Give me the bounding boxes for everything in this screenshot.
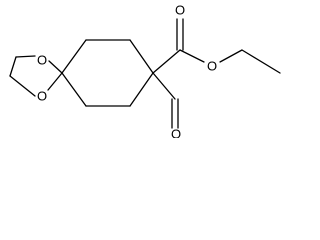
bond-spiro-o-bottom bbox=[47, 72, 63, 91]
carbonyl-oxygen-label: O bbox=[175, 3, 185, 18]
bond-ch2-o-top bbox=[15, 55, 36, 58]
bond-quaternary-c5 bbox=[129, 72, 154, 107]
bond-spiro-c2 bbox=[61, 39, 87, 74]
ring-oxygen-bottom-label: O bbox=[37, 89, 47, 104]
bond-ch2-ch2 bbox=[9, 56, 17, 77]
bond-c3-quaternary bbox=[129, 39, 154, 74]
bond-quaternary-aldehyde bbox=[152, 72, 176, 100]
aldehyde-oxygen-label: O bbox=[171, 127, 181, 139]
bond-ester-o-ch2 bbox=[219, 49, 243, 63]
bond-c6-spiro bbox=[61, 72, 87, 107]
bond-o-top-spiro bbox=[48, 60, 63, 74]
bond-quaternary-carboxyl bbox=[152, 49, 181, 74]
bond-carboxyl-ester-o bbox=[179, 49, 205, 63]
molecule-structure: O O O O O bbox=[9, 3, 281, 139]
bond-o-bottom-ch2 bbox=[9, 75, 36, 97]
bond-ch2-ch3 bbox=[241, 49, 281, 74]
ester-oxygen-label: O bbox=[207, 59, 217, 74]
ring-oxygen-top-label: O bbox=[37, 53, 47, 68]
